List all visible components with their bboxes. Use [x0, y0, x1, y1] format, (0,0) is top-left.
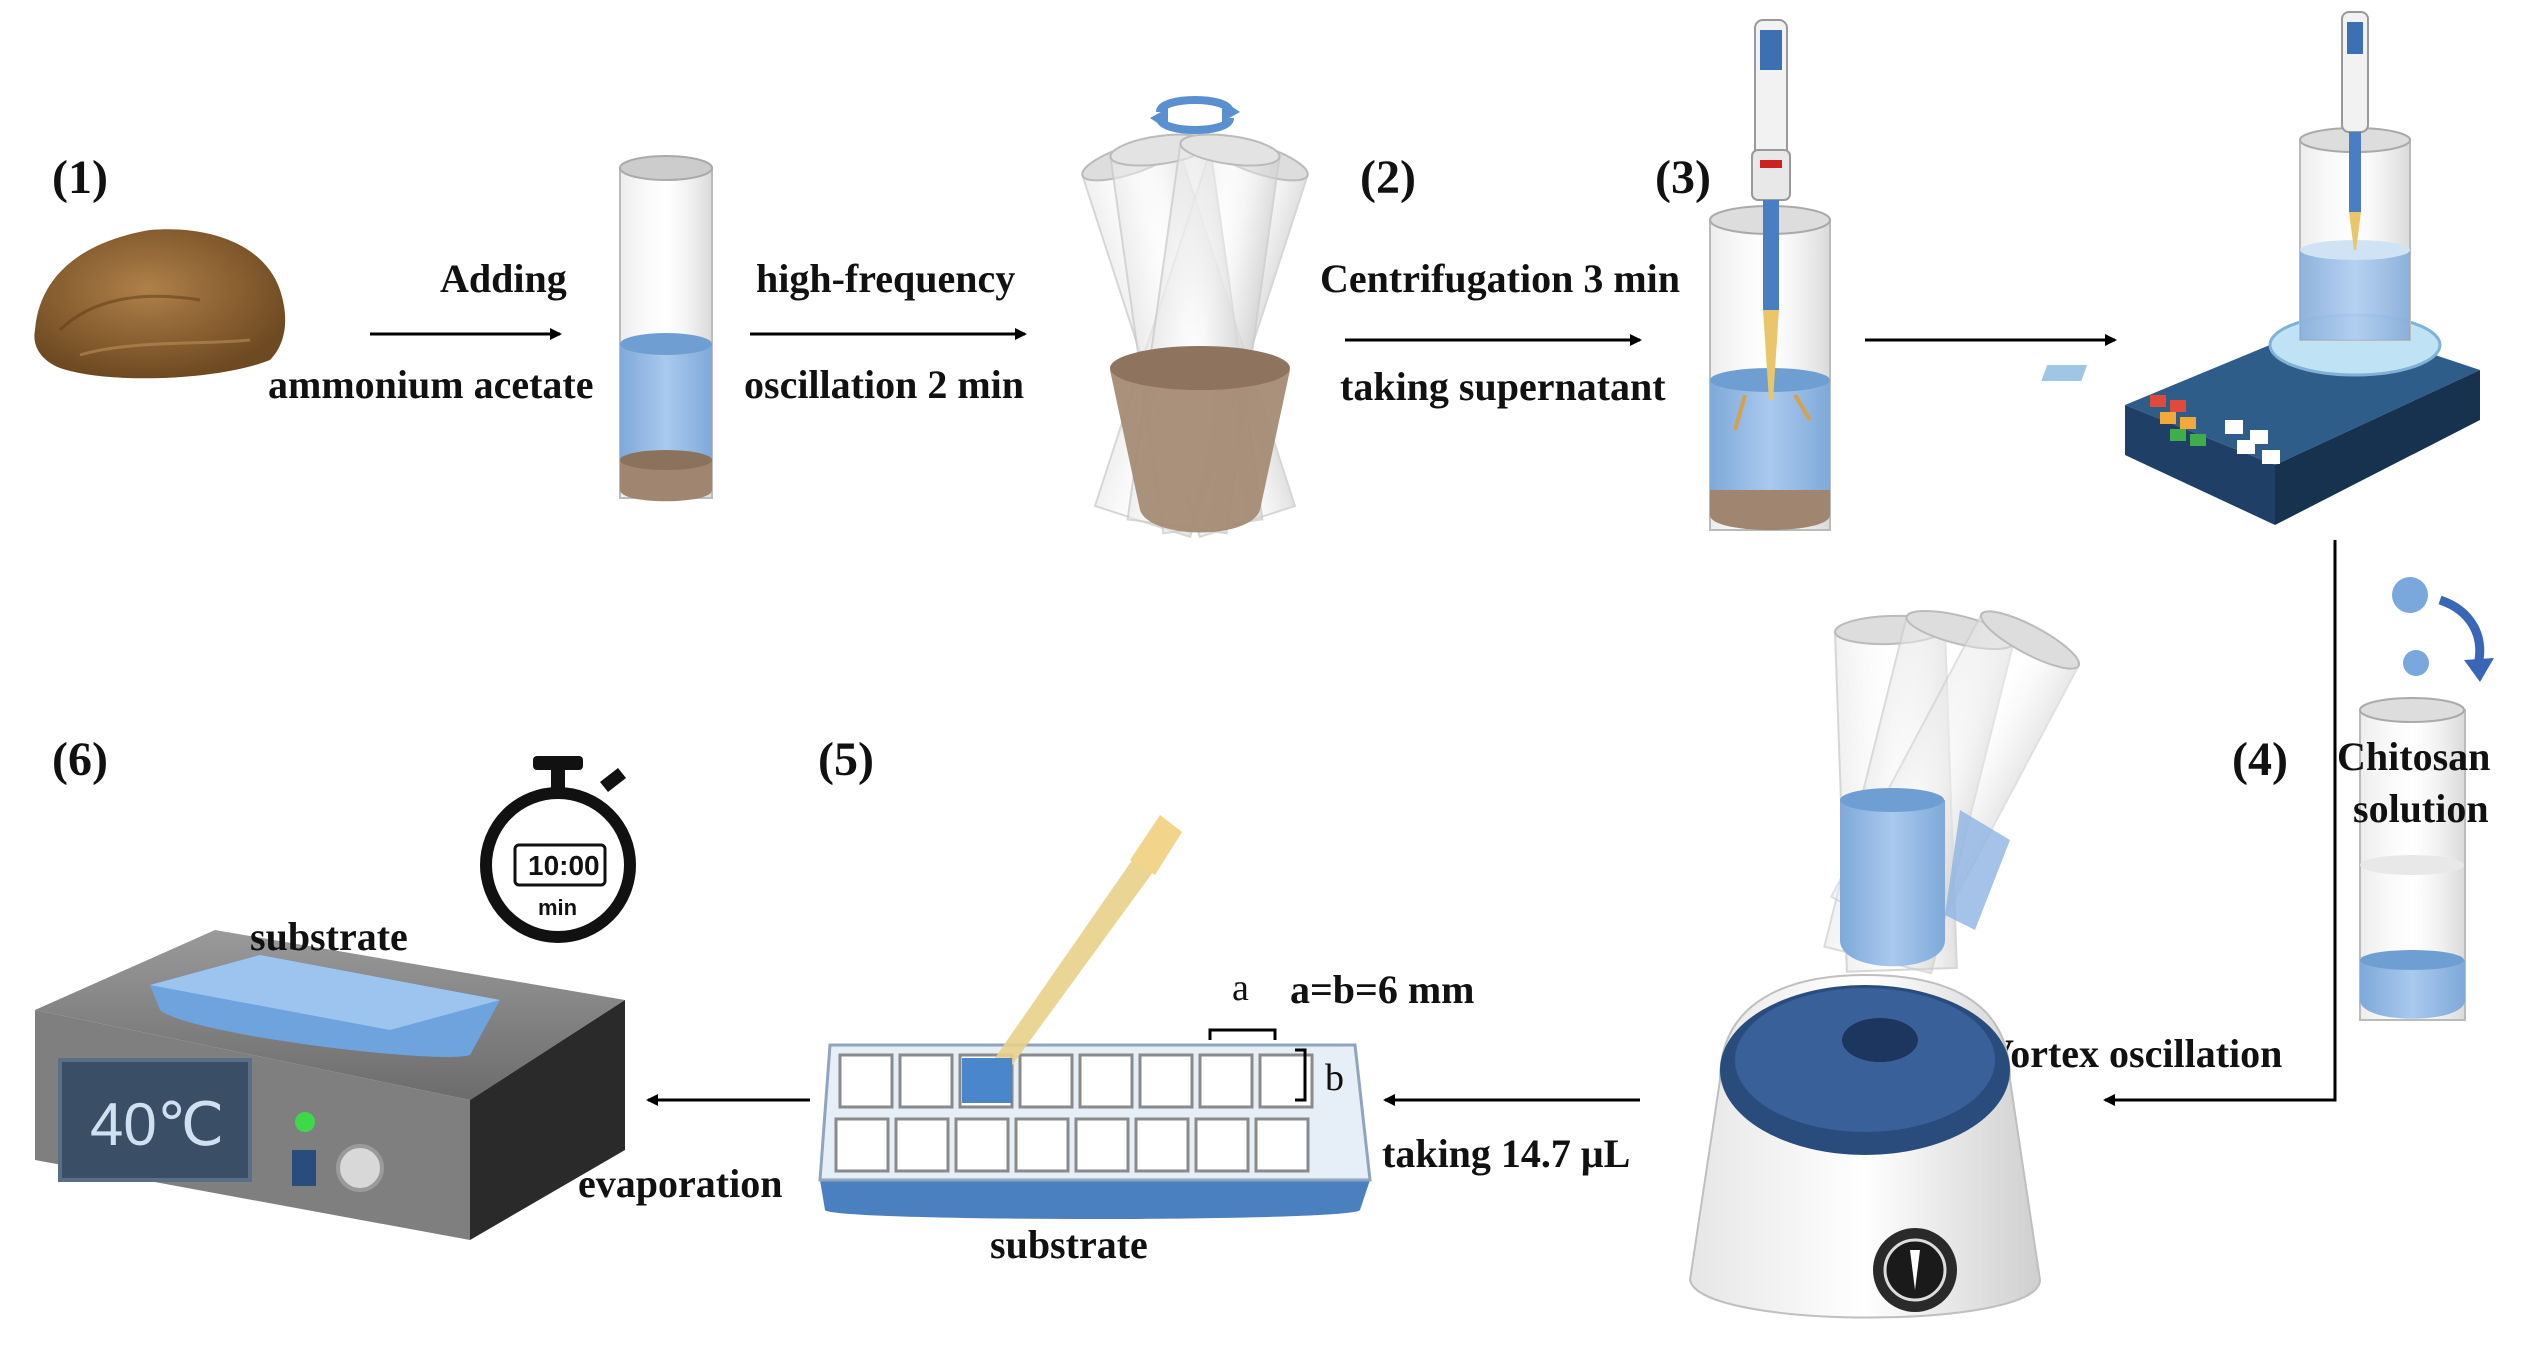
- step-label-1: (1): [52, 151, 108, 204]
- oscillating-tubes-icon: [1081, 96, 1309, 539]
- heating-plate-icon: [35, 930, 625, 1240]
- label-dim-equation: a=b=6 mm: [1290, 967, 1474, 1012]
- substrate-well: [1194, 1117, 1250, 1173]
- caption-evaporation: evaporation: [578, 1161, 782, 1206]
- test-tube-icon: [619, 155, 713, 502]
- stopwatch-unit: min: [538, 895, 577, 920]
- chitosan-solution-icon: [2359, 577, 2494, 1021]
- label-dim-a: a: [1232, 967, 1249, 1009]
- caption-taking-supernatant: taking supernatant: [1340, 364, 1666, 409]
- substrate-well: [834, 1117, 890, 1173]
- tube-with-pipette-icon: [1709, 19, 1831, 531]
- substrate-well: [1138, 1053, 1194, 1109]
- step-label-3: (3): [1655, 151, 1711, 204]
- caption-adding: Adding: [440, 256, 567, 301]
- step-label-2: (2): [1360, 151, 1416, 204]
- arrow-balance-to-vortex: [2103, 540, 2337, 1106]
- substrate-well: [954, 1117, 1010, 1173]
- substrate-well: [1198, 1053, 1254, 1109]
- stopwatch-time: 10:00: [528, 850, 600, 881]
- caption-ammonium-acetate: ammonium acetate: [268, 362, 593, 407]
- substrate-well: [1018, 1053, 1074, 1109]
- dimension-annotation: [1208, 1028, 1307, 1102]
- stopwatch-display: [513, 843, 607, 887]
- substrate-tray-icon: [818, 815, 1372, 1219]
- substrate-well: [1078, 1053, 1134, 1109]
- substrate-well: [1014, 1117, 1070, 1173]
- caption-substrate-middle: substrate: [990, 1222, 1148, 1267]
- vortex-mixer-icon: [1688, 609, 2081, 1319]
- substrate-well: [1074, 1117, 1130, 1173]
- label-dim-b: b: [1325, 1057, 1344, 1099]
- heater-temperature-display: 40℃: [90, 1091, 224, 1158]
- soil-sample-icon: [34, 229, 286, 379]
- substrate-well: [1254, 1117, 1310, 1173]
- caption-taking-volume: taking 14.7 μL: [1382, 1131, 1630, 1176]
- caption-substrate-heater: substrate: [250, 914, 408, 959]
- step-label-6: (6): [52, 733, 108, 786]
- caption-centrifugation: Centrifugation 3 min: [1320, 256, 1680, 301]
- substrate-well: [1258, 1053, 1314, 1109]
- analytical-balance-icon: [2041, 11, 2480, 525]
- substrate-well: [1134, 1117, 1190, 1173]
- substrate-well: [838, 1053, 894, 1109]
- caption-oscillation-2min: oscillation 2 min: [744, 362, 1024, 407]
- caption-chitosan: Chitosan: [2337, 734, 2490, 779]
- caption-solution: solution: [2353, 786, 2489, 831]
- caption-high-frequency: high-frequency: [756, 256, 1015, 301]
- step-label-5: (5): [818, 733, 874, 786]
- caption-vortex-oscillation: Vortex oscillation: [1985, 1031, 2282, 1076]
- step-label-4: (4): [2232, 733, 2288, 786]
- substrate-well: [898, 1053, 954, 1109]
- substrate-well: [894, 1117, 950, 1173]
